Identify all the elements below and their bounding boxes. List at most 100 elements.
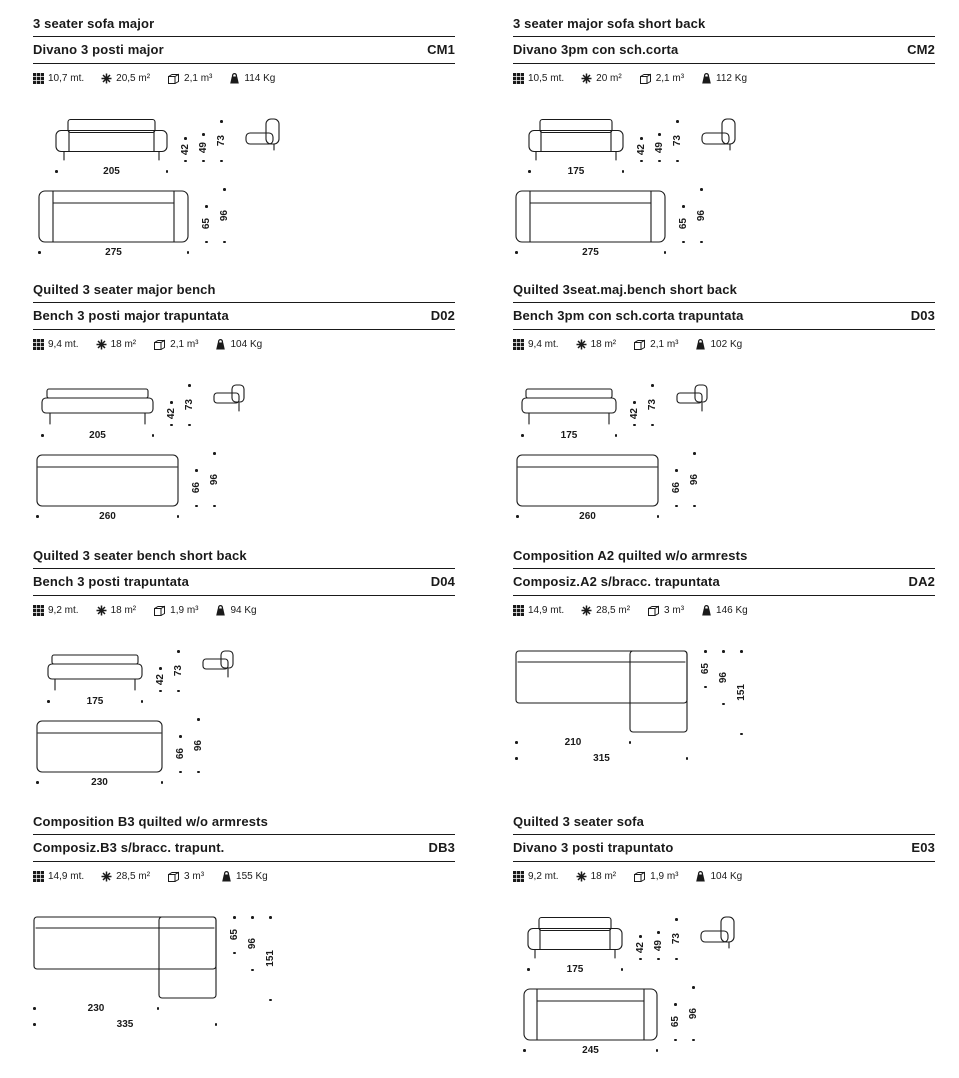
plan-width-dimension: 260 — [516, 510, 659, 523]
depth-dim: 65 — [699, 663, 711, 675]
spec-linear-meters: 10,7 mt. — [33, 72, 84, 84]
product-specs: 9,4 mt. 18 m² 2,1 m³ 104 Kg — [33, 330, 455, 350]
area-star-icon — [96, 339, 107, 349]
plan-view-row: 275 65 96 — [513, 188, 935, 259]
area-star-icon — [101, 73, 112, 83]
weight-kg-icon — [222, 870, 231, 882]
product-card-da2: Composition A2 quilted w/o armrests Comp… — [513, 548, 935, 801]
fabric-meters-icon — [513, 604, 524, 616]
fabric-meters-icon — [513, 338, 524, 350]
sofa-front-view-drawing — [55, 118, 168, 161]
spec-area: 20 m² — [581, 73, 622, 84]
height-dim: 73 — [215, 135, 227, 147]
height-dim: 42 — [634, 941, 646, 954]
product-title-en: 3 seater major sofa short back — [513, 16, 935, 37]
spec-area: 20,5 m² — [101, 73, 150, 84]
height-dimensions: 42 73 — [629, 384, 658, 426]
technical-drawing: 175 42 49 73 275 — [513, 84, 935, 259]
product-title-it: Bench 3pm con sch.corta trapuntata — [513, 308, 744, 323]
depth-dimensions: 65 96 — [670, 986, 699, 1041]
plan-view-row: 260 66 96 — [33, 452, 455, 523]
height-dim: 73 — [646, 399, 658, 411]
product-subtitle-row: Bench 3 posti major trapuntata D02 — [33, 303, 455, 330]
composition-plan-row: 210 315 65 96 151 — [513, 650, 935, 765]
front-view-row: 175 42 73 — [513, 384, 935, 442]
spec-area: 18 m² — [96, 339, 136, 350]
bench-front-view-drawing — [521, 388, 617, 425]
depth-dim: 96 — [192, 739, 204, 752]
depth-dim: 96 — [208, 473, 220, 486]
composition-plan-view-drawing — [515, 650, 688, 733]
technical-drawing: 230 335 65 96 151 — [33, 882, 455, 1031]
spec-weight-value: 94 Kg — [230, 604, 257, 616]
plan-width-dimension: 275 — [515, 246, 666, 259]
total-width-dimension: 335 — [33, 1018, 217, 1031]
composition-plan-row: 230 335 65 96 151 — [33, 916, 455, 1031]
front-width-dimension: 205 — [41, 429, 154, 442]
weight-kg-icon — [230, 72, 240, 84]
product-title-it: Composiz.A2 s/bracc. trapuntata — [513, 574, 720, 589]
bench-plan-view-drawing — [36, 454, 179, 507]
product-code: D03 — [910, 308, 935, 323]
depth-dim: 65 — [669, 1016, 681, 1028]
plan-width-dimension: 245 — [523, 1044, 658, 1057]
height-dim: 42 — [165, 407, 177, 420]
spec-area-value: 18 m² — [590, 338, 617, 350]
sofa-front-view-drawing — [528, 118, 624, 161]
sofa-side-view-icon — [700, 916, 735, 949]
depth-dimensions: 66 96 — [191, 452, 220, 507]
product-spec-grid: 3 seater sofa major Divano 3 posti major… — [33, 16, 935, 1067]
plan-view-row: 245 65 96 — [513, 986, 935, 1057]
plan-view-row: 275 65 96 — [33, 188, 455, 259]
fabric-meters-icon — [513, 870, 524, 882]
depth-dim: 65 — [200, 218, 212, 230]
bench-side-view-icon — [213, 384, 245, 412]
spec-linear-meters: 14,9 mt. — [513, 604, 564, 616]
spec-weight-value: 102 Kg — [710, 338, 743, 350]
weight-kg-icon — [702, 72, 711, 84]
plan-view-row: 260 66 96 — [513, 452, 935, 523]
depth-dimensions: 66 96 — [175, 718, 204, 773]
product-specs: 9,4 mt. 18 m² 2,1 m³ 102 Kg — [513, 330, 935, 350]
product-title-en: 3 seater sofa major — [33, 16, 455, 37]
front-view-row: 205 42 73 — [33, 384, 455, 442]
product-card-e03: Quilted 3 seater sofa Divano 3 posti tra… — [513, 814, 935, 1067]
height-dim: 42 — [628, 407, 640, 420]
height-dimensions: 42 49 73 — [180, 120, 227, 162]
partial-width-dimension: 230 — [33, 1002, 159, 1015]
spec-weight: 155 Kg — [221, 870, 268, 882]
partial-width-dimension: 210 — [515, 736, 631, 749]
spec-area: 28,5 m² — [581, 605, 630, 616]
front-width-dimension: 175 — [47, 695, 143, 708]
spec-area-value: 28,5 m² — [596, 604, 631, 616]
front-view-row: 205 42 49 73 — [33, 118, 455, 178]
height-dim: 73 — [172, 665, 184, 677]
depth-dimensions: 65 96 — [678, 188, 707, 243]
depth-dim: 96 — [695, 209, 707, 222]
depth-dim: 96 — [687, 1007, 699, 1020]
product-title-it: Bench 3 posti major trapuntata — [33, 308, 229, 323]
spec-volume-value: 2,1 m³ — [184, 72, 213, 84]
product-subtitle-row: Divano 3 posti trapuntato E03 — [513, 835, 935, 862]
height-dim: 42 — [179, 143, 191, 156]
spec-volume-value: 2,1 m³ — [655, 72, 685, 84]
product-code: DB3 — [428, 840, 455, 855]
spec-area: 18 m² — [576, 338, 617, 350]
height-dim: 42 — [154, 673, 166, 686]
bench-front-view-drawing — [41, 388, 154, 425]
spec-area: 18 m² — [576, 871, 616, 882]
area-star-icon — [576, 871, 587, 881]
technical-drawing: 175 42 49 73 245 — [513, 882, 935, 1057]
spec-meters-value: 9,4 mt. — [48, 338, 79, 350]
depth-dimensions: 66 96 — [671, 452, 700, 507]
spec-volume: 1,9 m³ — [633, 870, 678, 882]
depth-dim: 151 — [735, 684, 747, 701]
fabric-meters-icon — [33, 604, 44, 616]
volume-box-icon — [634, 339, 646, 350]
front-width-dimension: 175 — [521, 429, 617, 442]
product-specs: 9,2 mt. 18 m² 1,9 m³ 94 Kg — [33, 596, 455, 616]
technical-drawing: 175 42 73 260 6 — [513, 350, 935, 523]
height-dim: 42 — [635, 143, 647, 156]
product-code: CM1 — [427, 42, 455, 57]
spec-volume-value: 3 m³ — [664, 604, 685, 616]
